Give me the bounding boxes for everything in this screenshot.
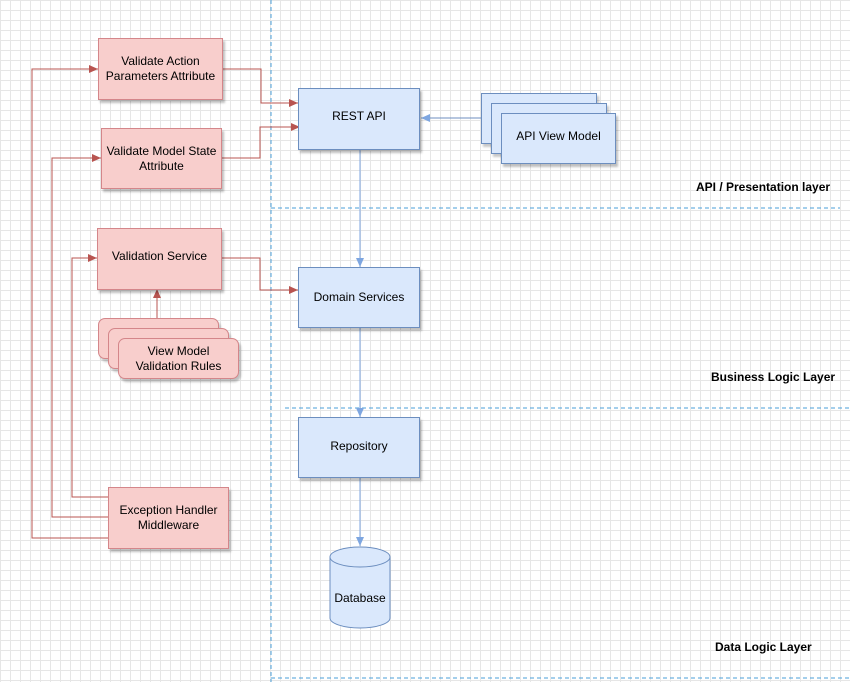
layer-label-business: Business Logic Layer	[711, 370, 836, 384]
api-view-model-node[interactable]: API View Model	[501, 113, 616, 164]
database-cylinder	[329, 546, 391, 629]
domain-services-label: Domain Services	[313, 290, 405, 304]
repository-label: Repository	[330, 439, 388, 453]
layer-label-data: Data Logic Layer	[715, 640, 812, 654]
view-model-rules-label: View Model Validation Rules	[135, 343, 222, 373]
layer-label-api: API / Presentation layer	[696, 180, 831, 194]
validate-model-state-node[interactable]: Validate Model State Attribute	[101, 128, 222, 189]
database-label: Database	[334, 591, 386, 605]
validate-model-state-label: Validate Model State Attribute	[106, 143, 217, 173]
edge-exception-to-validation-service	[71, 254, 108, 498]
edge-exception-to-validate-model-state	[51, 154, 108, 518]
validate-action-attribute-node[interactable]: Validate Action Parameters Attribute	[98, 38, 223, 100]
repository-node[interactable]: Repository	[298, 417, 420, 478]
edge-validation-service-to-domain-services	[222, 257, 298, 294]
api-view-model-label: API View Model	[516, 128, 601, 143]
edge-validate-model-state-to-rest-api	[222, 123, 300, 159]
view-model-rules-node[interactable]: View Model Validation Rules	[118, 338, 239, 379]
validate-action-label: Validate Action Parameters Attribute	[105, 54, 216, 83]
exception-handler-node[interactable]: Exception Handler Middleware	[108, 487, 229, 549]
rest-api-label: REST API	[332, 109, 386, 123]
validation-service-node[interactable]: Validation Service	[97, 228, 222, 290]
domain-services-node[interactable]: Domain Services	[298, 267, 420, 328]
rest-api-node[interactable]: REST API	[298, 88, 420, 150]
edge-validate-action-to-rest-api	[223, 68, 298, 107]
validation-service-label: Validation Service	[111, 249, 208, 263]
exception-handler-label: Exception Handler Middleware	[119, 503, 218, 532]
edge-exception-to-validate-action	[31, 65, 108, 539]
